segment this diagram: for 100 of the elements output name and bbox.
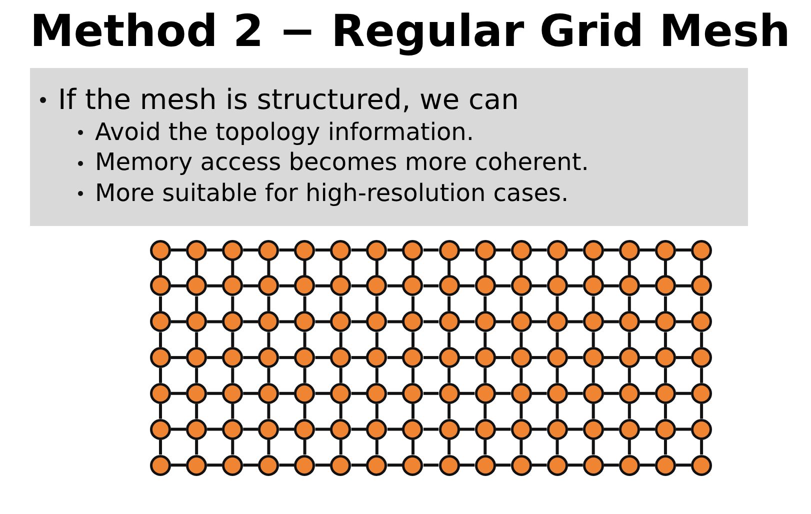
mesh-edge	[556, 440, 559, 455]
mesh-edge	[171, 248, 186, 252]
mesh-edge	[568, 284, 583, 288]
mesh-edge	[484, 368, 487, 383]
mesh-vertex	[186, 418, 208, 440]
mesh-vertex	[691, 382, 712, 404]
mesh-edge	[351, 428, 366, 431]
mesh-vertex	[510, 240, 532, 260]
mesh-edge	[303, 260, 306, 276]
mesh-vertex	[510, 418, 532, 440]
mesh-edge	[207, 320, 222, 324]
mesh-vertex	[438, 275, 460, 296]
mesh-edge	[556, 260, 559, 276]
mesh-vertex	[258, 382, 280, 404]
mesh-vertex	[474, 454, 496, 476]
mesh-edge	[628, 368, 631, 383]
mesh-edge	[568, 464, 583, 467]
mesh-edge	[207, 356, 222, 360]
mesh-edge	[424, 464, 439, 467]
mesh-vertex	[618, 418, 640, 440]
mesh-edge	[592, 296, 595, 312]
mesh-vertex	[582, 347, 604, 368]
mesh-vertex	[366, 418, 388, 440]
mesh-edge	[412, 332, 414, 348]
mesh-edge	[303, 404, 306, 419]
mesh-edge	[484, 260, 487, 276]
mesh-vertex	[294, 347, 316, 368]
mesh-edge	[520, 332, 523, 348]
sub-bullet-text: More suitable for high-resolution cases.	[95, 178, 569, 207]
mesh-edge	[592, 404, 595, 419]
mesh-vertex	[618, 275, 640, 296]
mesh-edge	[351, 284, 366, 288]
mesh-edge	[604, 356, 619, 360]
mesh-edge	[315, 248, 330, 252]
mesh-edge	[592, 440, 595, 455]
mesh-vertex	[330, 382, 352, 404]
mesh-vertex	[546, 454, 568, 476]
mesh-edge	[640, 392, 655, 395]
mesh-vertex	[582, 275, 604, 296]
mesh-edge	[700, 368, 704, 383]
mesh-vertex	[582, 454, 604, 476]
mesh-edge	[339, 404, 342, 419]
mesh-edge	[520, 404, 523, 419]
mesh-edge	[387, 428, 402, 431]
mesh-edge	[532, 392, 547, 395]
mesh-edge	[171, 428, 186, 431]
mesh-vertex	[510, 275, 532, 296]
mesh-edge	[460, 356, 475, 360]
mesh-vertex	[402, 240, 424, 260]
mesh-vertex	[222, 311, 244, 332]
mesh-vertex	[222, 275, 244, 296]
mesh-edge	[315, 464, 330, 467]
mesh-edge	[195, 368, 198, 383]
mesh-edge	[568, 356, 583, 360]
mesh-edge	[195, 296, 198, 312]
mesh-edge	[279, 356, 294, 360]
mesh-vertex	[510, 347, 532, 368]
mesh-edge	[303, 440, 306, 455]
mesh-vertex	[438, 382, 460, 404]
mesh-edge	[375, 440, 378, 455]
mesh-edge	[267, 260, 270, 276]
mesh-vertex	[366, 382, 388, 404]
mesh-edge	[171, 392, 186, 395]
mesh-edge	[424, 320, 439, 324]
mesh-edge	[448, 332, 451, 348]
mesh-edge	[279, 284, 294, 288]
mesh-vertex	[402, 454, 424, 476]
mesh-vertex	[294, 240, 316, 260]
mesh-vertex	[186, 240, 208, 260]
mesh-edge	[375, 332, 378, 348]
mesh-edge	[664, 368, 667, 383]
mesh-edge	[496, 320, 511, 324]
mesh-vertex	[474, 275, 496, 296]
mesh-edge	[700, 296, 704, 312]
mesh-edge	[568, 392, 583, 395]
mesh-edge	[460, 284, 475, 288]
mesh-vertex	[330, 347, 352, 368]
mesh-edge	[375, 296, 378, 312]
mesh-edge	[315, 320, 330, 324]
mesh-vertex	[618, 347, 640, 368]
mesh-edge	[387, 284, 402, 288]
mesh-vertex	[546, 275, 568, 296]
mesh-edge	[315, 284, 330, 288]
mesh-edge	[604, 392, 619, 395]
mesh-edge	[640, 320, 655, 324]
mesh-edge	[207, 464, 222, 467]
mesh-edge	[460, 464, 475, 467]
mesh-vertex	[402, 382, 424, 404]
mesh-edge	[448, 260, 451, 276]
mesh-vertex	[618, 240, 640, 260]
mesh-edge	[315, 356, 330, 360]
mesh-edge	[604, 284, 619, 288]
mesh-vertex	[258, 311, 280, 332]
mesh-vertex	[186, 275, 208, 296]
mesh-edge	[279, 320, 294, 324]
mesh-vertex	[654, 311, 676, 332]
mesh-edge	[207, 248, 222, 252]
mesh-edge	[267, 296, 270, 312]
mesh-edge	[159, 404, 162, 419]
mesh-edge	[303, 368, 306, 383]
